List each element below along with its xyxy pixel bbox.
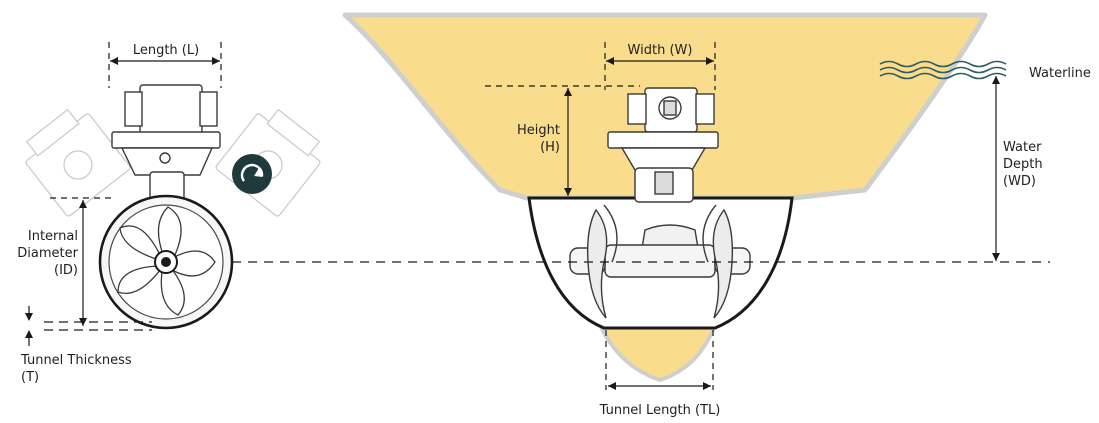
water-depth-label-line-1: Water xyxy=(1003,140,1042,155)
tunnel-thickness-label-line-1: Tunnel Thickness xyxy=(21,353,132,368)
waterline-label: Waterline xyxy=(1029,66,1091,81)
height-label: Height (H) xyxy=(500,122,560,156)
internal-diameter-label-line-1: Internal xyxy=(27,229,78,244)
propeller-front-view xyxy=(98,194,234,330)
thruster-motor-front xyxy=(569,87,751,319)
internal-diameter-label-line-2: Diameter xyxy=(17,246,78,261)
dimension-lines xyxy=(28,42,1050,390)
length-label: Length (L) xyxy=(132,43,200,58)
tunnel-thickness-label: Tunnel Thickness (T) xyxy=(21,352,132,386)
internal-diameter-label: Internal Diameter (ID) xyxy=(6,228,78,279)
tunnel-thickness-label-line-2: (T) xyxy=(21,370,40,385)
thruster-motor-side xyxy=(111,84,221,201)
water-depth-label-line-3: (WD) xyxy=(1003,174,1037,189)
width-label: Width (W) xyxy=(627,43,693,58)
height-label-line-1: Height xyxy=(517,123,560,138)
water-depth-label: Water Depth (WD) xyxy=(1003,139,1043,190)
water-depth-label-line-2: Depth xyxy=(1003,157,1043,172)
rotate-arrow-icon xyxy=(232,154,272,194)
arrowheads xyxy=(25,57,1000,390)
internal-diameter-label-line-3: (ID) xyxy=(54,263,78,278)
waves-icon xyxy=(879,60,1007,80)
height-label-line-2: (H) xyxy=(540,140,560,155)
tunnel-length-label: Tunnel Length (TL) xyxy=(599,403,721,418)
